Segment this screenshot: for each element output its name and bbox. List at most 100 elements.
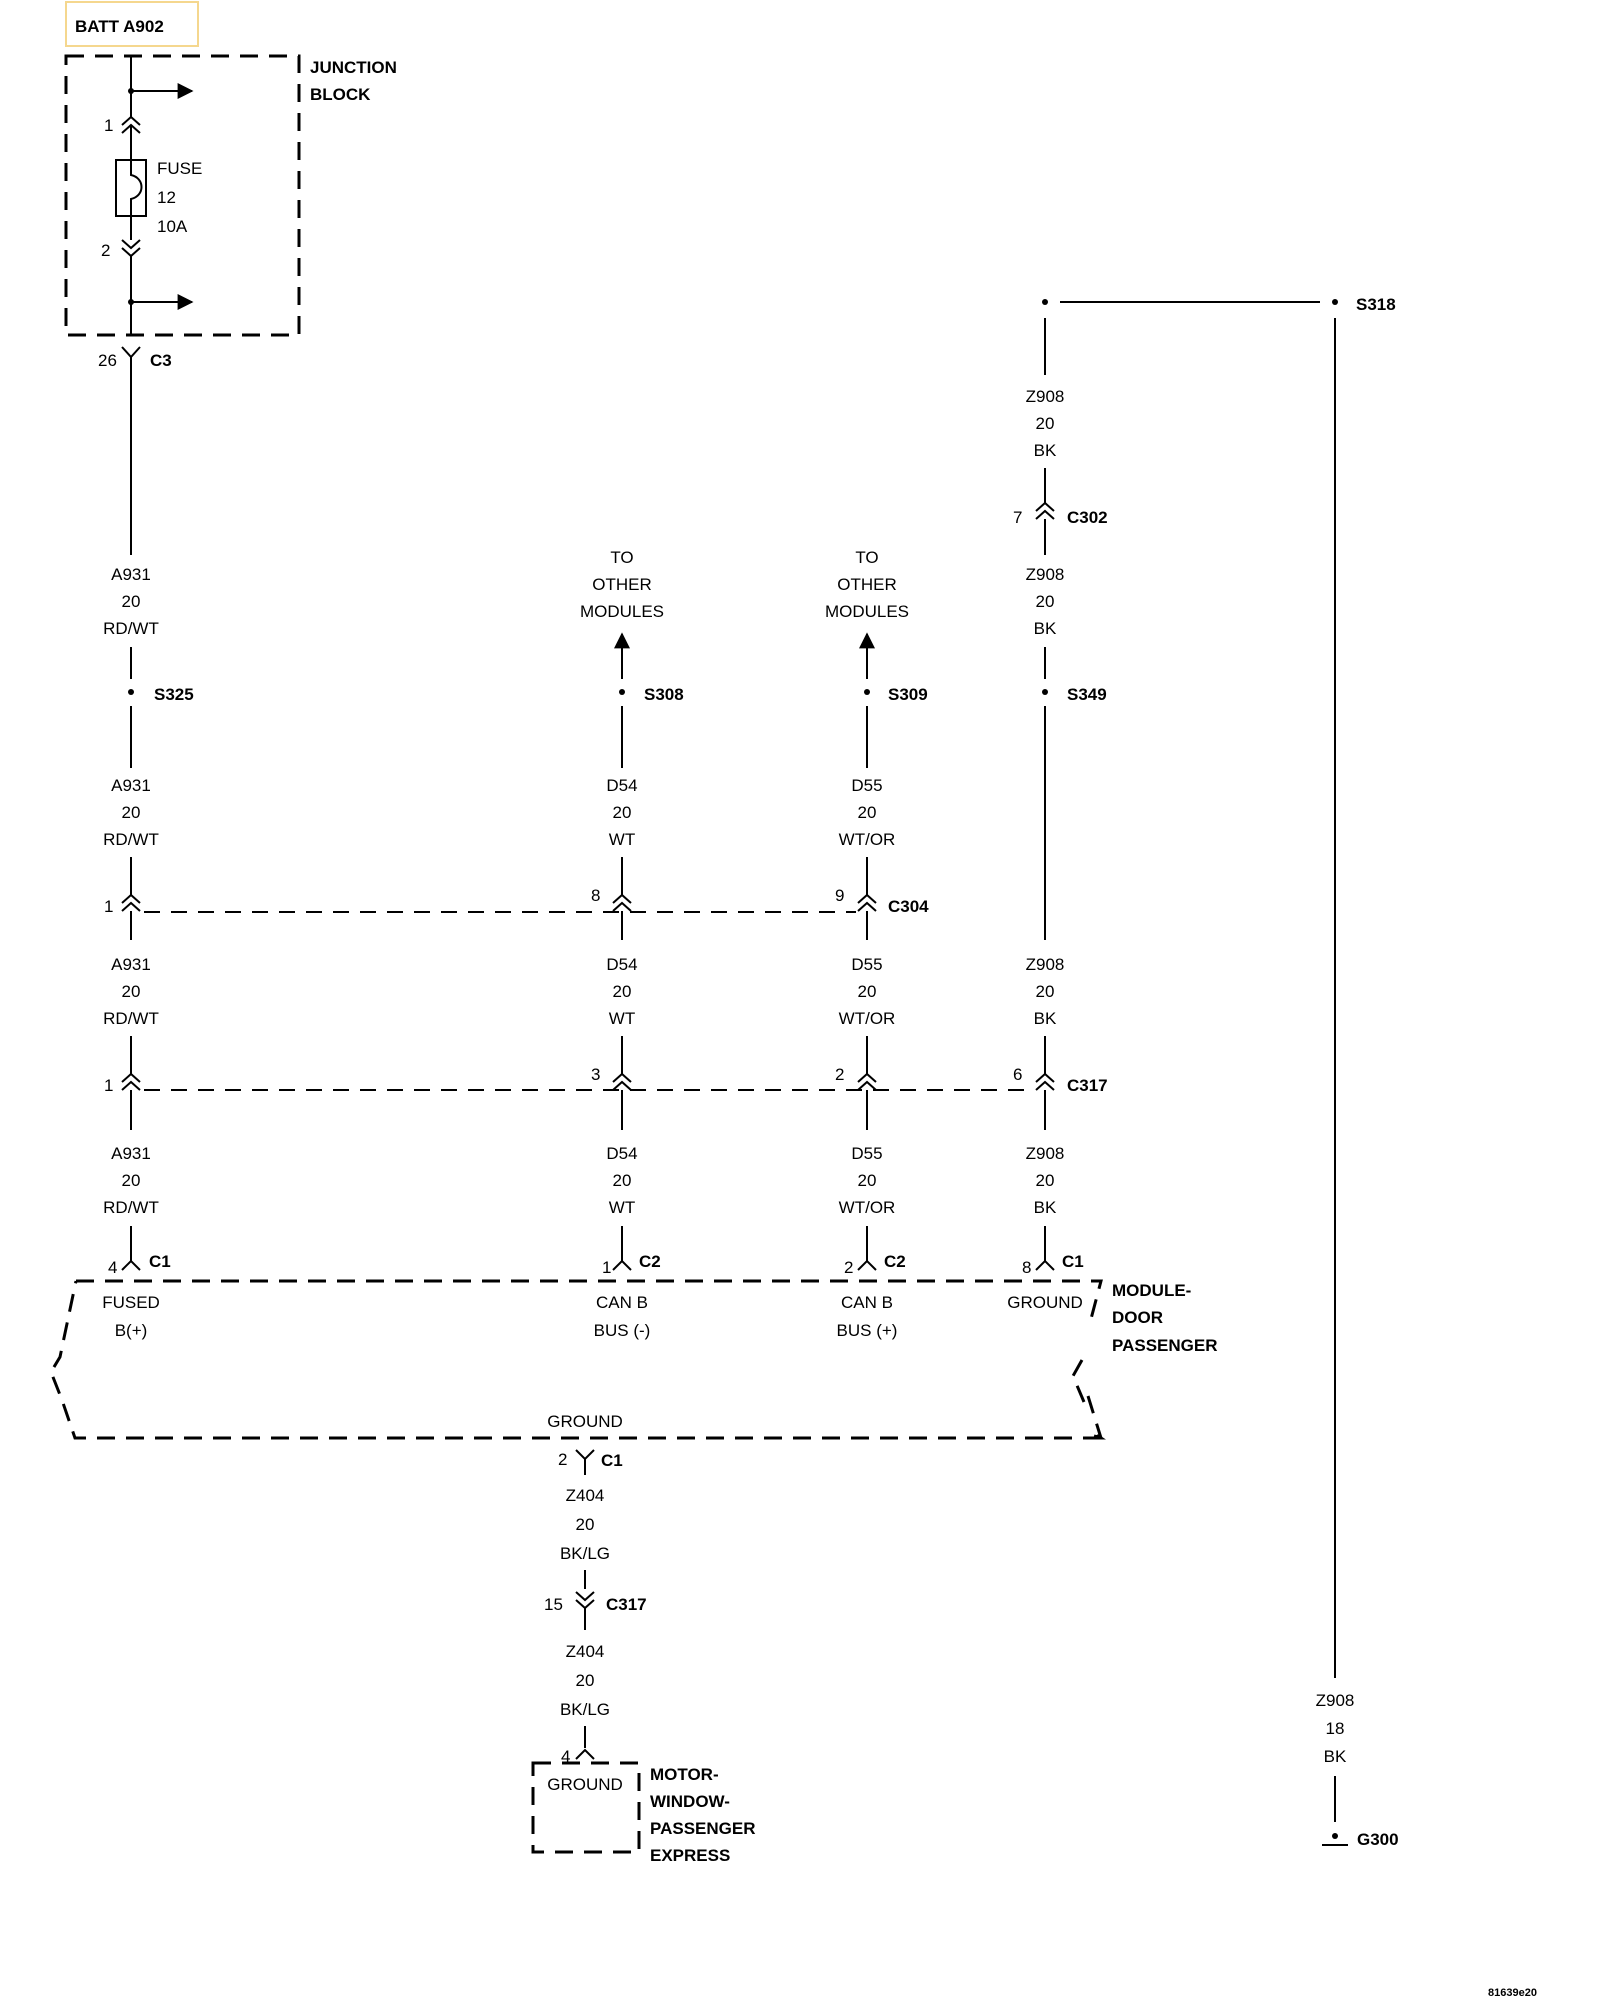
d55-2-gauge: 20 xyxy=(858,982,877,1001)
module-canb-neg-label-1: CAN B xyxy=(596,1293,648,1312)
motor-ground-label: GROUND xyxy=(547,1775,623,1794)
module-connector-ground xyxy=(1035,1259,1055,1271)
z908-4-gauge: 20 xyxy=(1036,1171,1055,1190)
c3-pin: 26 xyxy=(98,351,117,370)
s318-label: S318 xyxy=(1356,295,1396,314)
z908-4-circuit: Z908 xyxy=(1026,1144,1065,1163)
s318-left-dot xyxy=(1042,299,1048,305)
module-conn-canb-pos-name: C2 xyxy=(884,1252,906,1271)
to-other-modules-right-1: TO xyxy=(855,548,878,567)
d55-2-circuit: D55 xyxy=(851,955,882,974)
c304-pin-a931: 1 xyxy=(104,897,113,916)
z908-3-color: BK xyxy=(1034,1009,1057,1028)
c317-pin-z908: 6 xyxy=(1013,1065,1022,1084)
module-ground-conn-pin: 2 xyxy=(558,1450,567,1469)
a931-2-gauge: 20 xyxy=(122,803,141,822)
d55-3-gauge: 20 xyxy=(858,1171,877,1190)
figure-code: 81639e20 xyxy=(1488,1987,1537,1999)
z404-2-circuit: Z404 xyxy=(566,1642,605,1661)
s349-label: S349 xyxy=(1067,685,1107,704)
d55-1-gauge: 20 xyxy=(858,803,877,822)
to-other-modules-left-3: MODULES xyxy=(580,602,664,621)
a931-2-color: RD/WT xyxy=(103,830,159,849)
d55-3-circuit: D55 xyxy=(851,1144,882,1163)
z908-g300-color: BK xyxy=(1324,1747,1347,1766)
a931-3-color: RD/WT xyxy=(103,1009,159,1028)
module-ground-conn-name: C1 xyxy=(601,1451,623,1470)
c317-lower-connector xyxy=(575,1591,595,1610)
d54-2-circuit: D54 xyxy=(606,955,637,974)
fuse-number: 12 xyxy=(157,188,176,207)
z908-3-circuit: Z908 xyxy=(1026,955,1065,974)
c304-connector-d54 xyxy=(612,893,632,912)
d54-3-color: WT xyxy=(609,1198,635,1217)
z908-2-gauge: 20 xyxy=(1036,592,1055,611)
d55-3-color: WT/OR xyxy=(839,1198,896,1217)
module-ground-pin-label: GROUND xyxy=(1007,1293,1083,1312)
module-outline-bottom xyxy=(49,1280,1101,1440)
module-name-2: DOOR xyxy=(1112,1308,1163,1327)
module-canb-pos-label-1: CAN B xyxy=(841,1293,893,1312)
module-conn-ground-name: C1 xyxy=(1062,1252,1084,1271)
to-other-modules-left-1: TO xyxy=(610,548,633,567)
d54-3-circuit: D54 xyxy=(606,1144,637,1163)
a931-3-gauge: 20 xyxy=(122,982,141,1001)
c317-pin-a931: 1 xyxy=(104,1076,113,1095)
module-canb-pos-label-2: BUS (+) xyxy=(837,1321,898,1340)
c317-name: C317 xyxy=(1067,1076,1108,1095)
junction-block-label-1: JUNCTION xyxy=(310,58,397,77)
z404-2-gauge: 20 xyxy=(576,1671,595,1690)
motor-connector xyxy=(575,1748,595,1760)
s308-label: S308 xyxy=(644,685,684,704)
module-name-1: MODULE- xyxy=(1112,1281,1191,1300)
module-fused-label-2: B(+) xyxy=(115,1321,148,1340)
c317-connector-d54 xyxy=(612,1072,632,1091)
z908-1-circuit: Z908 xyxy=(1026,387,1065,406)
module-connector-canb-pos xyxy=(857,1259,877,1271)
module-fused-label-1: FUSED xyxy=(102,1293,160,1312)
c3-connector xyxy=(121,346,141,359)
c304-connector-d55 xyxy=(857,893,877,912)
motor-name-1: MOTOR- xyxy=(650,1765,719,1784)
c3-name: C3 xyxy=(150,351,172,370)
d54-2-gauge: 20 xyxy=(613,982,632,1001)
d55-1-color: WT/OR xyxy=(839,830,896,849)
d54-2-color: WT xyxy=(609,1009,635,1028)
module-name-3: PASSENGER xyxy=(1112,1336,1218,1355)
c317-connector-z908 xyxy=(1035,1072,1055,1091)
s318-splice xyxy=(1332,299,1338,305)
d54-1-gauge: 20 xyxy=(613,803,632,822)
z908-2-circuit: Z908 xyxy=(1026,565,1065,584)
z908-4-color: BK xyxy=(1034,1198,1057,1217)
z908-1-color: BK xyxy=(1034,441,1057,460)
s309-splice xyxy=(864,689,870,695)
g300-dot xyxy=(1332,1833,1338,1839)
c317-connector-d55 xyxy=(857,1072,877,1091)
module-ground-label: GROUND xyxy=(547,1412,623,1431)
c317-pin-d55: 2 xyxy=(835,1065,844,1084)
z908-3-gauge: 20 xyxy=(1036,982,1055,1001)
c317-lower-name: C317 xyxy=(606,1595,647,1614)
module-pin-fused: 4 xyxy=(108,1258,117,1277)
a931-4-color: RD/WT xyxy=(103,1198,159,1217)
c317-connector-a931 xyxy=(121,1072,141,1091)
z908-g300-circuit: Z908 xyxy=(1316,1691,1355,1710)
module-connector-canb-neg xyxy=(612,1259,632,1271)
a931-2-circuit: A931 xyxy=(111,776,151,795)
z908-g300-gauge: 18 xyxy=(1326,1719,1345,1738)
c302-name: C302 xyxy=(1067,508,1108,527)
s309-label: S309 xyxy=(888,685,928,704)
motor-name-3: PASSENGER xyxy=(650,1819,756,1838)
module-outline-right-lower xyxy=(1086,1395,1103,1439)
d55-1-circuit: D55 xyxy=(851,776,882,795)
jb-connector-pin-2 xyxy=(121,239,141,258)
module-conn-fused-name: C1 xyxy=(149,1252,171,1271)
a931-4-circuit: A931 xyxy=(111,1144,151,1163)
z404-1-circuit: Z404 xyxy=(566,1486,605,1505)
module-pin-canb-pos: 2 xyxy=(844,1258,853,1277)
c304-pin-d54: 8 xyxy=(591,886,600,905)
a931-4-gauge: 20 xyxy=(122,1171,141,1190)
fuse-label: FUSE xyxy=(157,159,202,178)
to-other-modules-right-3: MODULES xyxy=(825,602,909,621)
